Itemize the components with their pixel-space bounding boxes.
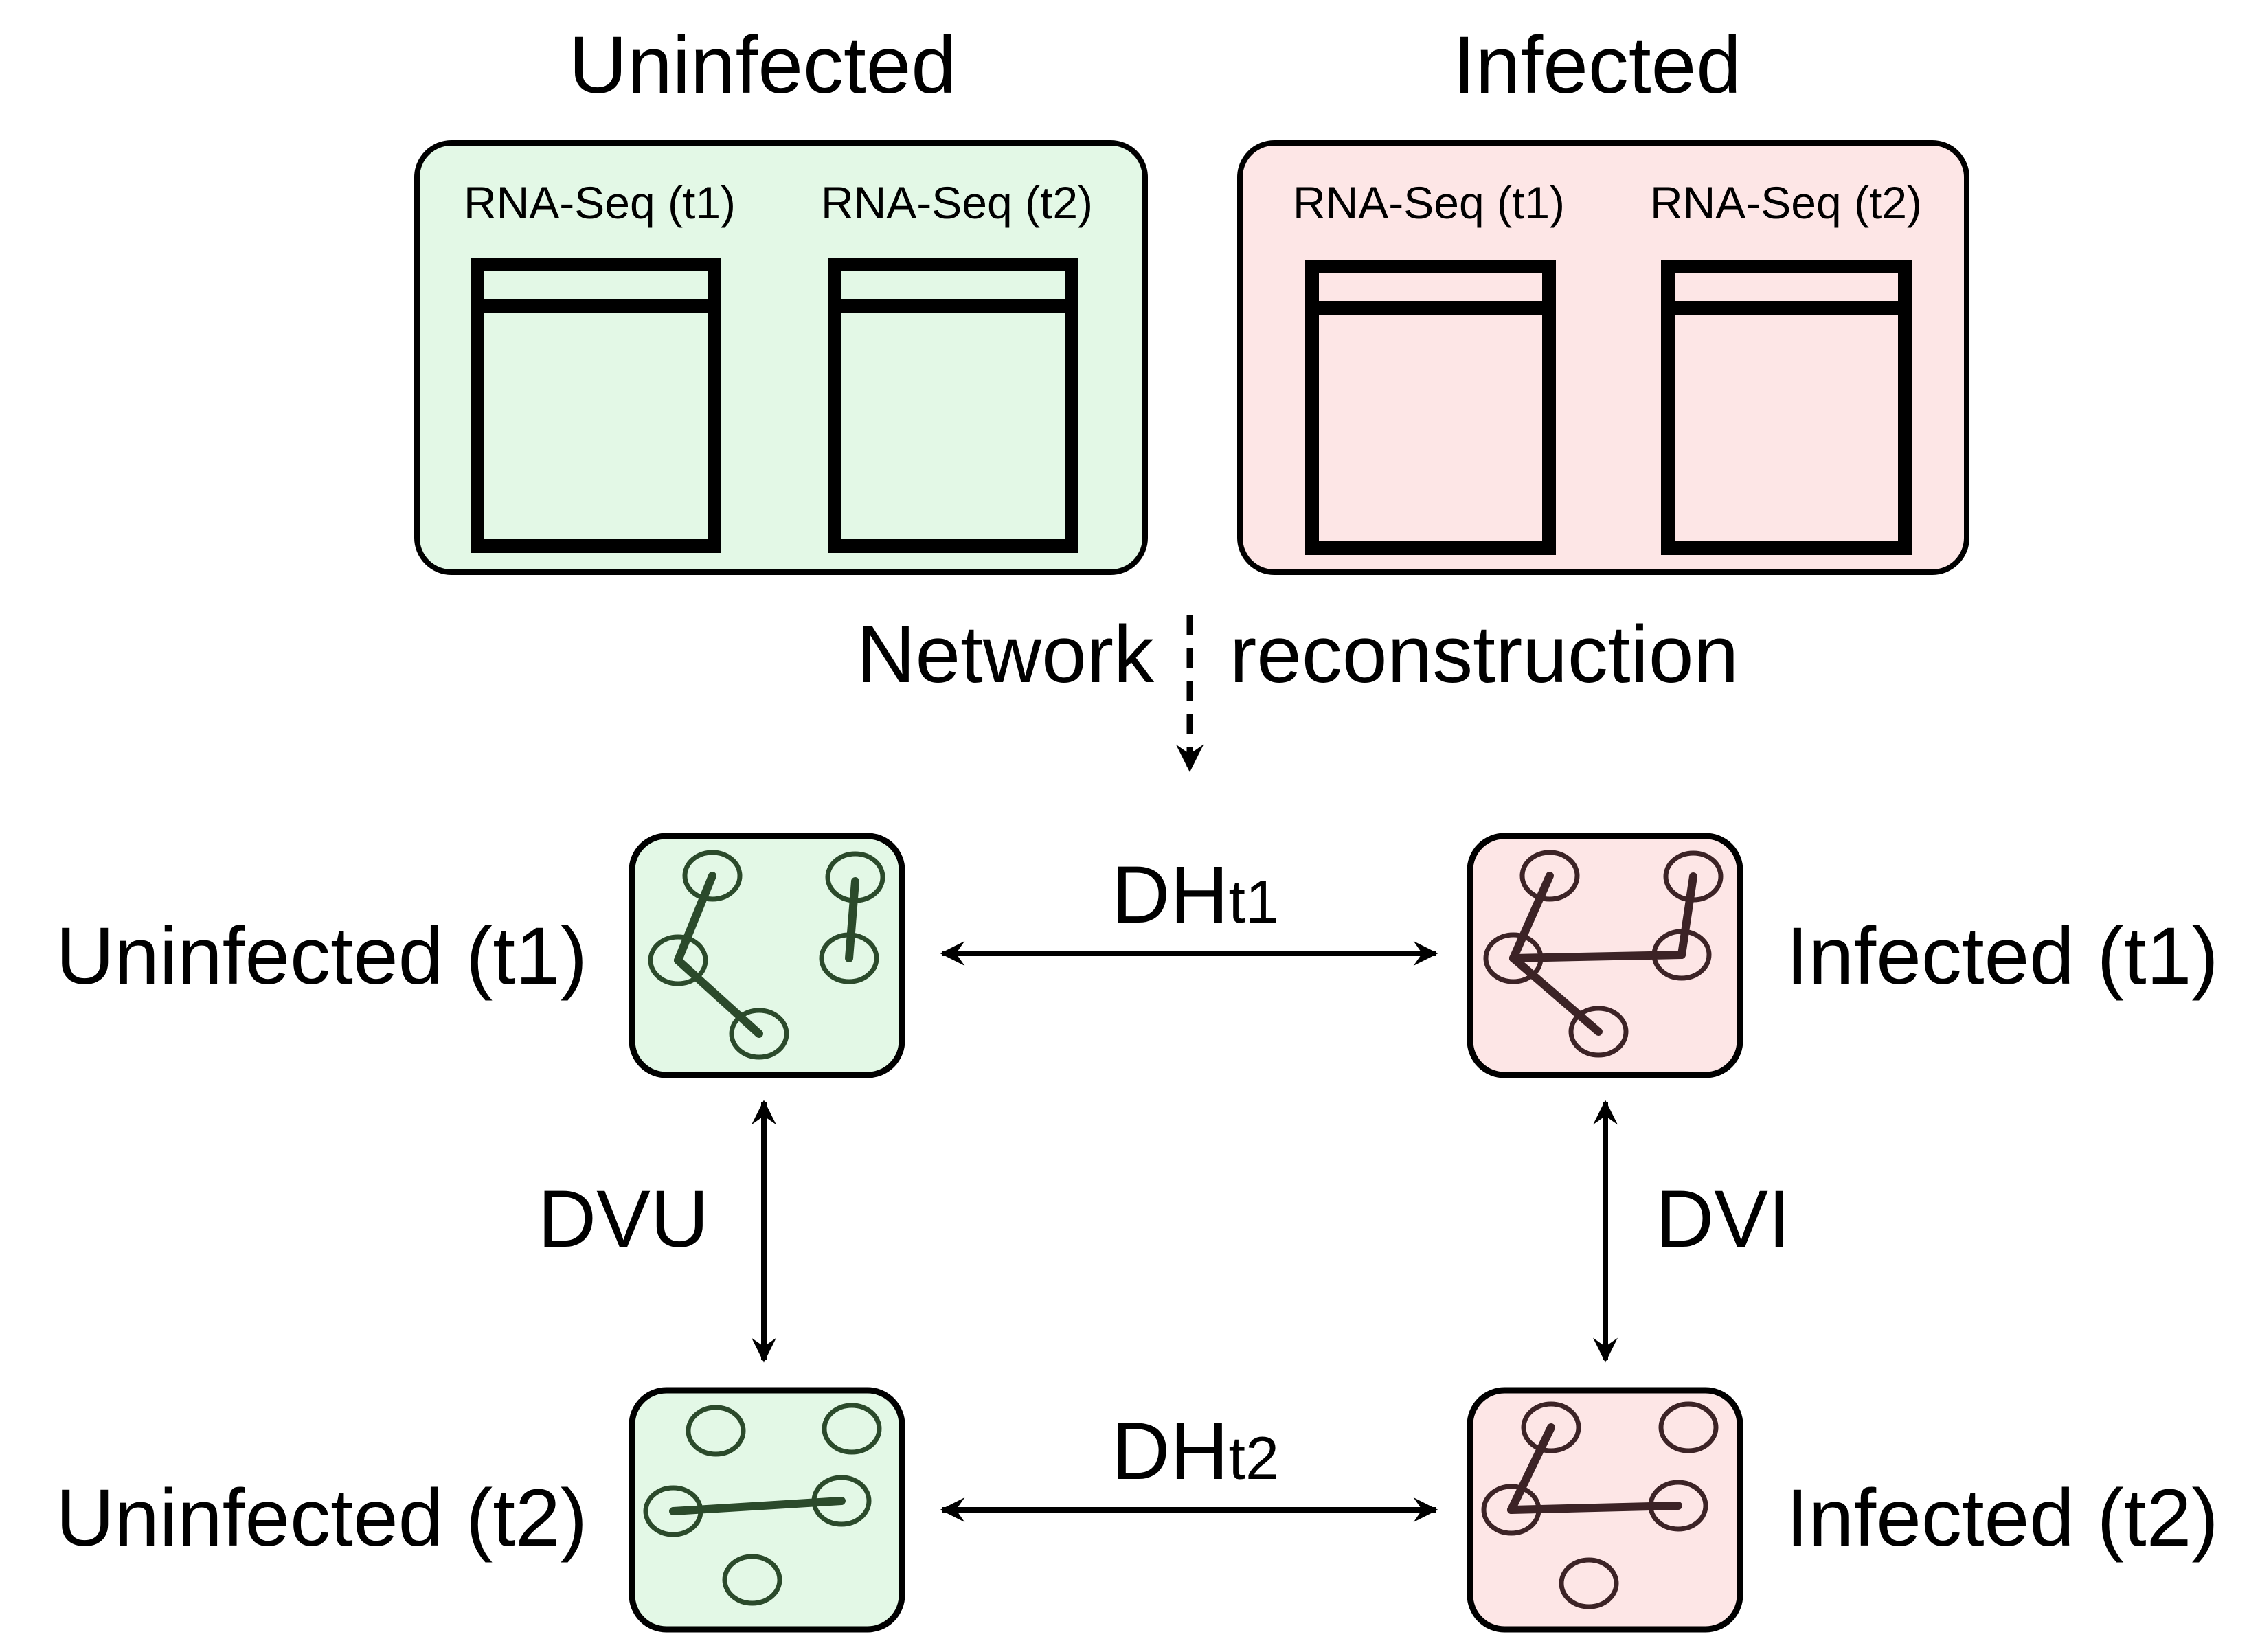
- infected-t1-network-graph-icon: [1483, 850, 1724, 1058]
- infected-sample-t1-label: RNA-Seq (t1): [1293, 177, 1565, 228]
- uninfected-sample-t2-label: RNA-Seq (t2): [821, 177, 1093, 228]
- uninfected-t2-network-label: Uninfected (t2): [56, 1473, 587, 1563]
- network-reconstruction-label-right: reconstruction: [1230, 609, 1739, 700]
- uninfected-t1-network: [629, 833, 905, 1078]
- dh-t1-label-subscript: t1: [1229, 868, 1279, 936]
- uninfected-t1-network-label: Uninfected (t1): [56, 911, 587, 1002]
- uninfected-group-title: Uninfected: [569, 20, 956, 111]
- uninfected-t2-network: [629, 1387, 905, 1633]
- uninfected-t2-network-graph-icon: [643, 1403, 882, 1606]
- uninfected-data-panel: [414, 140, 1148, 575]
- infected-t2-network-graph-icon: [1481, 1401, 1719, 1609]
- dvu-label: DVU: [538, 1174, 709, 1265]
- infected-data-panel: [1237, 140, 1969, 575]
- dh-t1-label: DHt1: [1111, 850, 1279, 940]
- infected-t2-network: [1467, 1387, 1743, 1633]
- infected-t2-data-sheet-icon: [1661, 260, 1912, 555]
- uninfected-t2-data-sheet-icon: [828, 258, 1078, 553]
- uninfected-t1-data-sheet-icon: [471, 258, 721, 553]
- infected-t1-data-sheet-icon: [1305, 260, 1556, 555]
- uninfected-sample-t1-label: RNA-Seq (t1): [464, 177, 736, 228]
- dh-t2-label: DHt2: [1111, 1406, 1279, 1497]
- dvi-label: DVI: [1656, 1174, 1791, 1265]
- uninfected-t1-network-box: [629, 833, 905, 1078]
- infected-sample-t2-label: RNA-Seq (t2): [1650, 177, 1922, 228]
- dh-t2-label-subscript: t2: [1229, 1424, 1279, 1492]
- dh-t1-label-main: DH: [1111, 850, 1228, 940]
- infected-t2-network-label: Infected (t2): [1786, 1473, 2219, 1563]
- infected-t1-network: [1467, 833, 1743, 1078]
- dh-t2-label-main: DH: [1111, 1406, 1228, 1497]
- uninfected-t1-network-graph-icon: [648, 850, 885, 1060]
- infected-group-title: Infected: [1453, 20, 1741, 111]
- infected-t1-network-label: Infected (t1): [1786, 911, 2219, 1002]
- network-reconstruction-label-left: Network: [857, 609, 1155, 700]
